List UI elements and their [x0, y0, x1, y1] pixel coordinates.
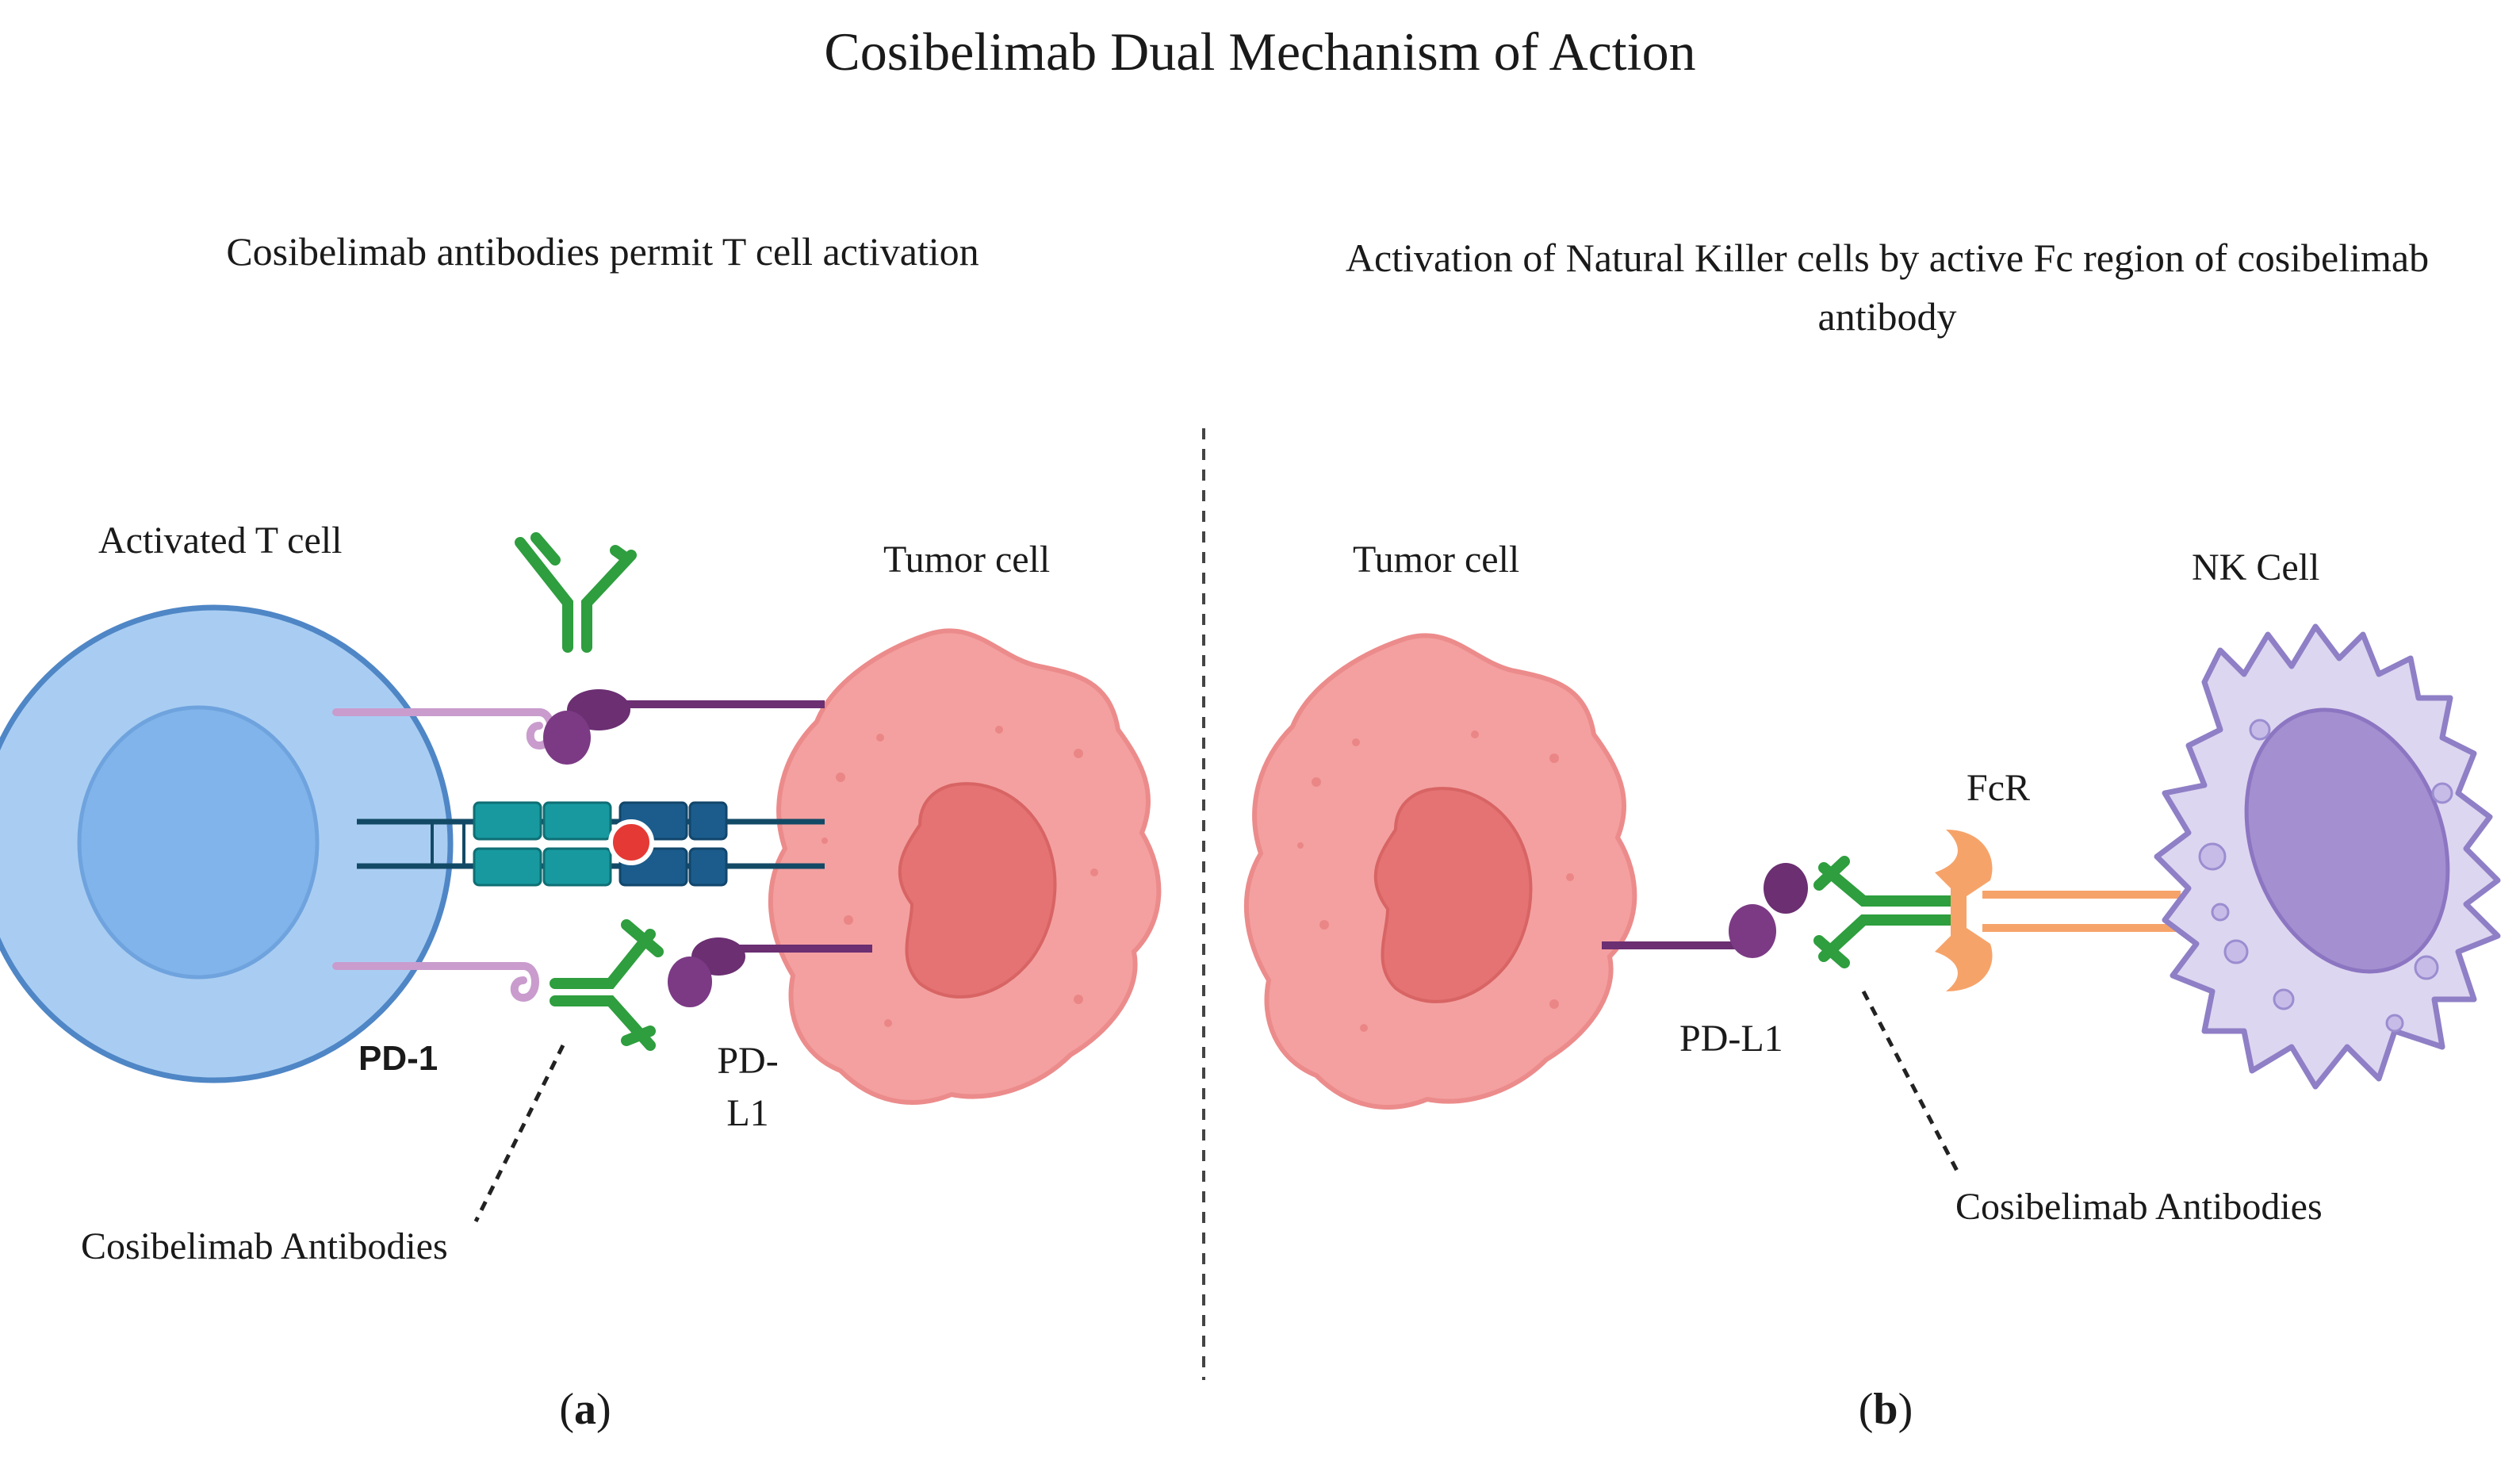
label-pd-l1-a-line2: L1	[726, 1092, 769, 1134]
nk-cell	[2154, 623, 2501, 1090]
label-tumor-cell-b: Tumor cell	[1353, 539, 1520, 581]
antibody-blocking-pdl1	[550, 919, 664, 1051]
panel-label-a: (a)	[559, 1385, 611, 1434]
fc-receptor	[1935, 830, 2181, 991]
label-pd1: PD-1	[358, 1039, 439, 1078]
panel-label-b: (b)	[1858, 1385, 1913, 1434]
pd1-receptor-lower	[332, 962, 539, 1003]
label-cosibelimab-antibodies-b: Cosibelimab Antibodies	[1955, 1186, 2323, 1228]
label-activated-t-cell: Activated T cell	[98, 519, 343, 562]
tumor-cell-b	[1243, 633, 1637, 1110]
antigen-peptide	[608, 819, 654, 865]
panel-a-subtitle: Cosibelimab antibodies permit T cell act…	[226, 229, 979, 274]
label-cosibelimab-antibodies-a: Cosibelimab Antibodies	[81, 1225, 448, 1267]
label-tumor-cell-a: Tumor cell	[883, 539, 1051, 581]
activated-t-cell	[0, 604, 454, 1083]
antibody-b	[1813, 856, 1964, 968]
label-nk-cell: NK Cell	[2192, 546, 2320, 588]
label-fcr: FcR	[1967, 767, 2031, 809]
label-pd-l1-b: PD-L1	[1679, 1018, 1783, 1060]
pd-l1-lower	[668, 937, 872, 1007]
pd-l1-b	[1602, 863, 1808, 958]
tcr-mhc-complex	[357, 801, 825, 887]
panel-b-subtitle: Activation of Natural Killer cells by ac…	[1345, 236, 2430, 339]
pointer-antibodies-b	[1861, 990, 1961, 1175]
diagram-title: Cosibelimab Dual Mechanism of Action	[824, 21, 1696, 82]
pointer-antibodies-a	[473, 1044, 565, 1223]
tumor-cell-a	[768, 628, 1162, 1105]
pd-l1-upper	[543, 689, 825, 765]
pd1-receptor-upper	[332, 708, 555, 750]
label-pd-l1-a-line1: PD-	[717, 1040, 779, 1082]
free-antibody	[515, 532, 637, 653]
label-pd-l1-a: PD- L1	[704, 1035, 791, 1140]
